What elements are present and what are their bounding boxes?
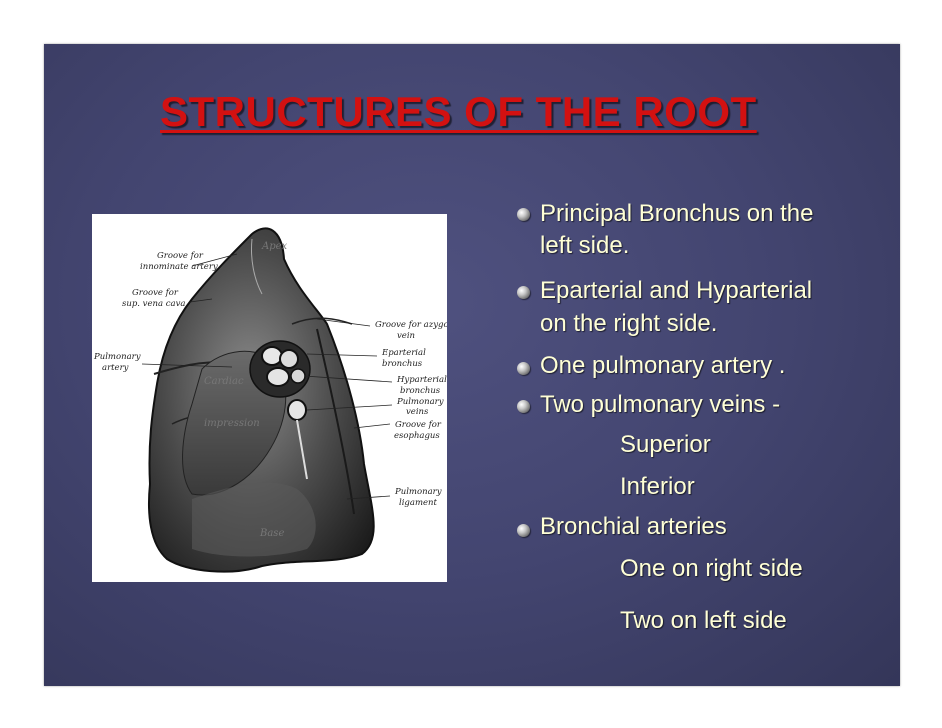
label-groove-innominate-2: innominate artery <box>140 262 218 272</box>
bullet-5-sub-2: Two on left side <box>620 607 787 634</box>
bullet-icon <box>517 286 530 299</box>
bullet-4-line-1: Two pulmonary veins - <box>540 391 781 418</box>
label-impression: impression <box>204 418 260 429</box>
label-groove-azygos-2: vein <box>397 331 415 341</box>
label-groove-innominate-1: Groove for <box>157 251 204 261</box>
bullet-icon <box>517 524 530 537</box>
label-base: Base <box>259 528 284 539</box>
slide-title: STRUCTURES OF THE ROOT <box>160 88 757 135</box>
bullet-5-sub-1: One on right side <box>620 555 803 582</box>
label-pulmonary-ligament-1: Pulmonary <box>394 487 442 497</box>
bullet-5-line-1: Bronchial arteries <box>540 513 727 540</box>
label-hyparterial-2: bronchus <box>400 386 441 396</box>
label-groove-esophagus-2: esophagus <box>394 431 440 441</box>
label-pulmonary-veins-2: veins <box>406 407 429 417</box>
label-eparterial-1: Eparterial <box>381 348 426 358</box>
bullet-2-line-1: Eparterial and Hyparterial <box>540 277 813 304</box>
label-groove-vena-cava-2: sup. vena cava <box>122 299 185 309</box>
label-groove-esophagus-1: Groove for <box>395 420 442 430</box>
label-pulmonary-artery-1: Pulmonary <box>93 352 141 362</box>
label-cardiac: Cardiac <box>204 376 244 387</box>
label-pulmonary-artery-2: artery <box>102 363 129 373</box>
bullet-4-sub-2: Inferior <box>620 473 695 500</box>
label-apex: Apex <box>261 241 288 252</box>
label-pulmonary-ligament-2: ligament <box>399 498 438 508</box>
bullet-3-line-1: One pulmonary artery . <box>540 352 786 379</box>
bullet-2-line-2: on the right side. <box>540 310 718 337</box>
lung-root-diagram: Groove for innominate artery Groove for … <box>92 214 447 582</box>
bullet-4-sub-1: Superior <box>620 431 711 458</box>
lung-illustration: Groove for innominate artery Groove for … <box>93 227 447 573</box>
label-eparterial-2: bronchus <box>382 359 423 369</box>
label-groove-azygos-1: Groove for azygos <box>375 320 447 330</box>
bullet-1-line-2: left side. <box>540 232 630 259</box>
label-pulmonary-veins-1: Pulmonary <box>396 397 444 407</box>
label-hyparterial-1: Hyparterial <box>396 375 447 385</box>
bullet-icon <box>517 362 530 375</box>
label-groove-vena-cava-1: Groove for <box>132 288 179 298</box>
bullet-icon <box>517 400 530 413</box>
bullet-1-line-1: Principal Bronchus on the <box>540 200 814 227</box>
bullet-icon <box>517 208 530 221</box>
